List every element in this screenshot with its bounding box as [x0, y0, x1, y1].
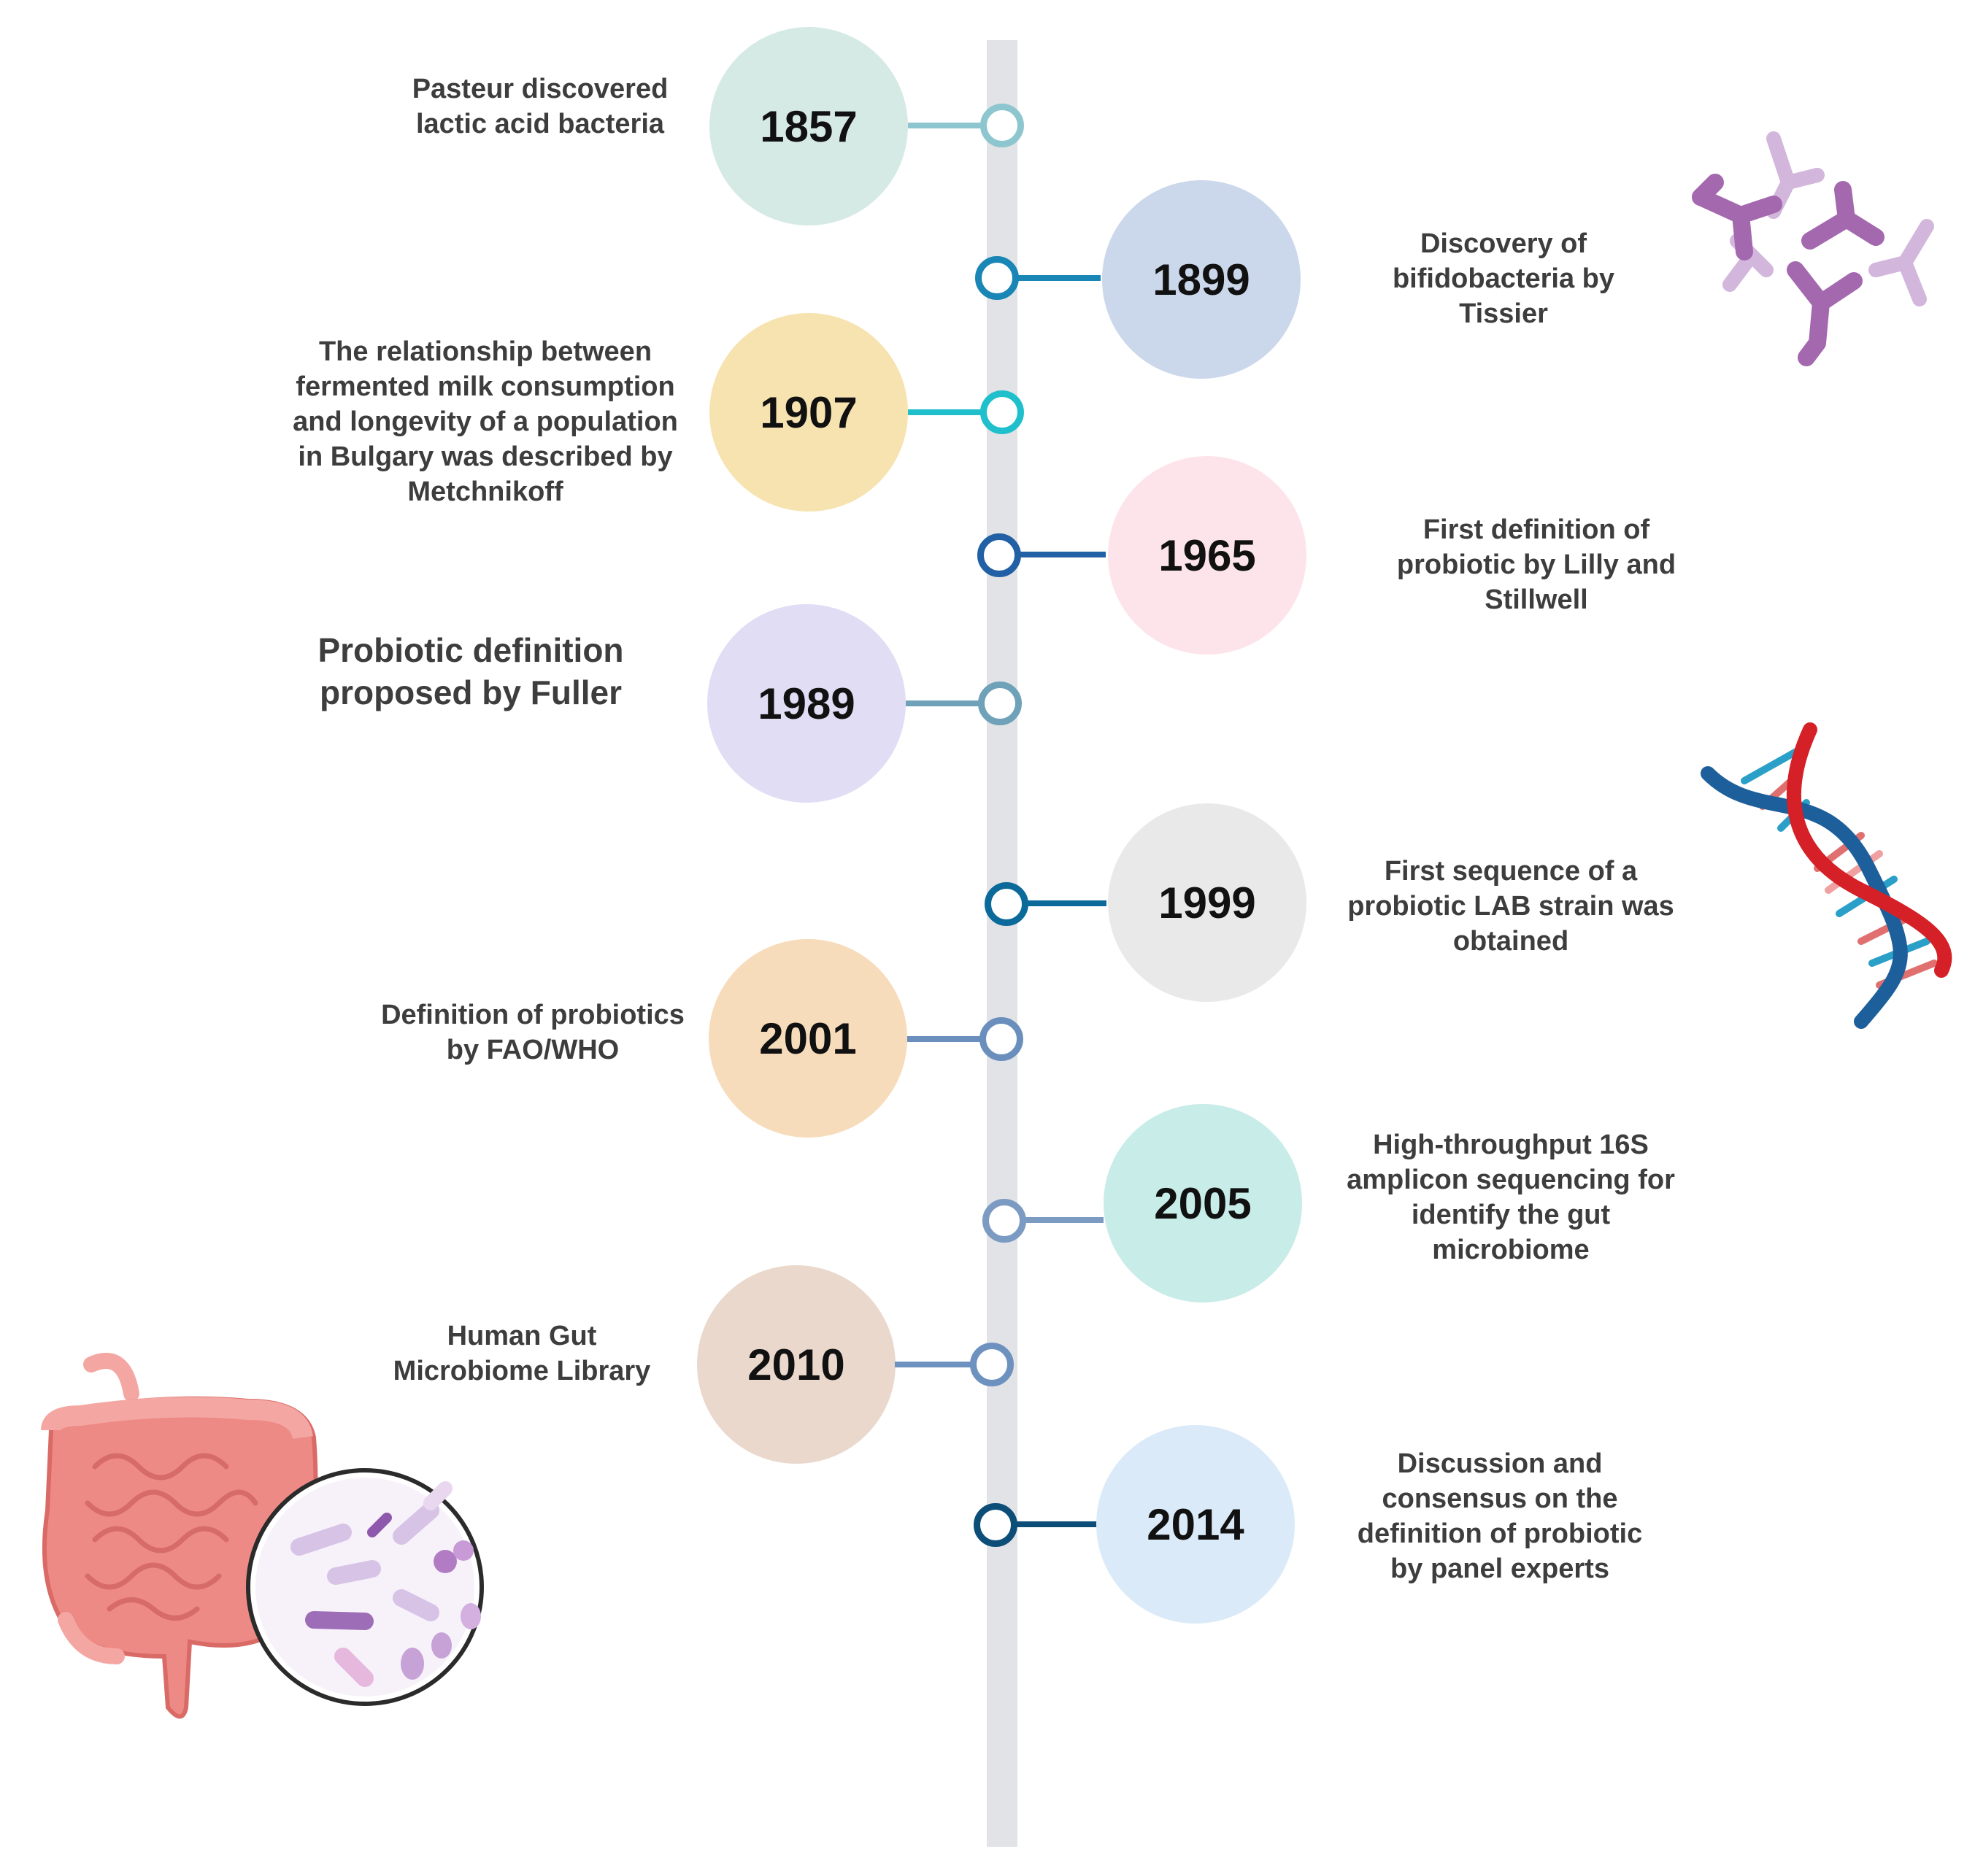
year-circle: 1907 [709, 313, 908, 512]
timeline-node [978, 682, 1022, 725]
event-description: Discovery of bifidobacteria by Tissier [1328, 226, 1679, 331]
timeline-node [970, 1343, 1014, 1386]
event-description: The relationship between fermented milk … [270, 334, 701, 509]
description-line: definition of probiotic [1357, 1518, 1643, 1549]
year-circle: 2001 [709, 939, 907, 1138]
description-line: proposed by Fuller [319, 673, 623, 711]
year-circle: 2010 [697, 1265, 896, 1464]
year-circle: 1989 [707, 604, 906, 803]
year-circle: 2005 [1104, 1104, 1302, 1302]
year-circle: 1857 [709, 27, 908, 225]
connector-line [1015, 275, 1101, 281]
timeline-node [980, 104, 1024, 147]
description-line: microbiome [1432, 1235, 1590, 1265]
description-line: Microbiome Library [393, 1356, 651, 1386]
connector-line [1022, 1217, 1104, 1223]
event-description: Human Gut Microbiome Library [358, 1319, 686, 1389]
year-circle: 1965 [1108, 456, 1306, 655]
year-circle: 1899 [1102, 180, 1301, 379]
intestine-microbiome-icon [41, 1353, 484, 1719]
event-description: Pasteur discovered lactic acid bacteria [358, 72, 723, 142]
description-line: and longevity of a population [293, 406, 678, 437]
description-line: High-throughput 16S [1373, 1130, 1649, 1160]
description-line: First definition of [1422, 514, 1650, 545]
description-line: by FAO/WHO [446, 1035, 620, 1065]
timeline-node [977, 533, 1021, 577]
connector-line [1013, 1521, 1097, 1527]
description-line: Definition of probiotics [381, 1000, 685, 1030]
description-line: bifidobacteria by [1392, 263, 1615, 294]
connector-line [908, 123, 985, 128]
timeline-node [980, 390, 1024, 434]
description-line: by panel experts [1390, 1553, 1609, 1584]
event-description: Probiotic definition proposed by Fuller [277, 629, 664, 714]
description-line: Discussion and [1397, 1448, 1603, 1479]
bifidobacteria-icon [1692, 131, 1934, 366]
connector-line [1024, 900, 1106, 906]
description-line: Metchnikoff [407, 476, 563, 507]
year-circle: 2014 [1096, 1425, 1295, 1624]
description-line: probiotic by Lilly and [1396, 549, 1676, 580]
description-line: Human Gut [447, 1321, 597, 1351]
timeline-spine [987, 40, 1017, 1847]
connector-line [895, 1362, 975, 1367]
event-description: High-throughput 16S amplicon sequencing … [1321, 1127, 1701, 1267]
description-line: consensus on the [1382, 1483, 1618, 1514]
connector-line [907, 1036, 985, 1042]
timeline-node [974, 1503, 1017, 1547]
event-description: Discussion and consensus on the definiti… [1325, 1446, 1675, 1586]
description-line: in Bulgary was described by [298, 441, 673, 472]
description-line: lactic acid bacteria [415, 109, 665, 139]
event-description: First sequence of a probiotic LAB strain… [1321, 854, 1701, 959]
description-line: identify the gut [1411, 1200, 1611, 1230]
timeline-node [985, 882, 1028, 926]
timeline-node [982, 1199, 1026, 1243]
description-line: Probiotic definition [317, 631, 624, 669]
event-description: Definition of probiotics by FAO/WHO [343, 997, 723, 1068]
connector-line [908, 409, 985, 415]
year-circle: 1999 [1108, 803, 1306, 1002]
description-line: Tissier [1459, 298, 1548, 329]
description-line: The relationship between [318, 336, 652, 367]
timeline-node [979, 1017, 1023, 1061]
description-line: First sequence of a [1384, 856, 1638, 887]
description-line: fermented milk consumption [296, 371, 675, 402]
description-line: amplicon sequencing for [1347, 1165, 1675, 1195]
connector-line [906, 700, 983, 706]
description-line: obtained [1452, 926, 1569, 957]
timeline-node [975, 256, 1019, 300]
event-description: First definition of probiotic by Lilly a… [1354, 512, 1719, 617]
description-line: Stillwell [1485, 584, 1588, 615]
description-line: Discovery of [1420, 228, 1587, 259]
connector-line [1017, 552, 1106, 557]
description-line: Pasteur discovered [412, 74, 669, 104]
description-line: probiotic LAB strain was [1347, 891, 1674, 922]
dna-helix-icon [1701, 722, 1952, 1029]
